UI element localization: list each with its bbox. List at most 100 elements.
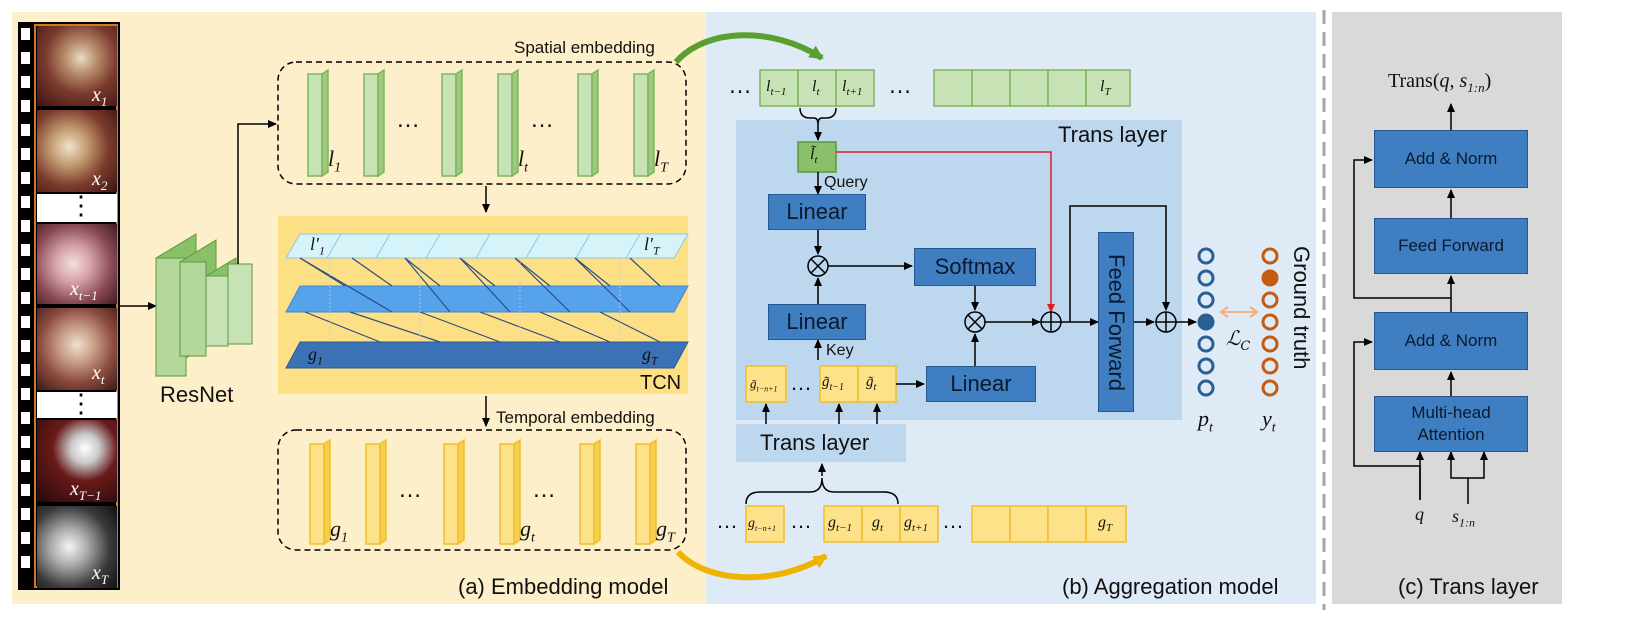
tcn-label: TCN — [640, 372, 682, 394]
trans-layer-title: Trans layer — [1058, 122, 1168, 147]
green-curved-arrow — [673, 32, 824, 65]
tcn-bottom-right-label: gT — [642, 344, 658, 368]
top-seq-lt-1: lt−1 — [766, 78, 787, 99]
video-frame-t-minus-1 — [37, 224, 117, 304]
frame-gap-2 — [37, 392, 117, 418]
tilde-g-boxes — [745, 365, 897, 403]
bottom-seq-gt: gt — [872, 514, 884, 535]
spatial-bars — [307, 68, 655, 178]
temporal-item-gt: gt — [520, 516, 535, 546]
video-frame-2 — [37, 110, 117, 192]
frame-label-xt-1: xt−1 — [70, 278, 98, 303]
feed-forward-c-label: Feed Forward — [1398, 236, 1504, 255]
pt-label: pt — [1198, 406, 1213, 436]
arrow-resnet-to-spatial — [237, 120, 277, 264]
bottom-seq-g1: gt−n+1 — [748, 516, 777, 533]
trans-formula: Trans(q, s1:n) — [1388, 70, 1492, 95]
spatial-item-lt: lt — [518, 146, 529, 176]
linear-query-box: Linear — [768, 194, 866, 230]
temporal-bars — [309, 438, 657, 546]
video-frame-T — [37, 506, 117, 588]
tilde-g-2: g̃t−1 — [822, 374, 845, 393]
bottom-seq-gt-1: gt−1 — [828, 514, 852, 535]
spatial-embedding-label: Spatial embedding — [514, 38, 655, 57]
frame-label-x2: x2 — [92, 168, 108, 193]
temporal-item-gT: gT — [656, 516, 675, 546]
trans-layer-detail-arrows — [1353, 103, 1488, 504]
yt-label: yt — [1262, 406, 1276, 436]
linear-value-label: Linear — [950, 371, 1012, 396]
video-frame-t — [37, 308, 117, 390]
temporal-embedding-label: Temporal embedding — [496, 408, 655, 427]
panel-a-caption: (a) Embedding model — [458, 574, 669, 599]
ellipsis-spatial-1: … — [396, 106, 420, 133]
feed-forward-label: Feed Forward — [1104, 253, 1129, 391]
ellipsis-spatial-2: … — [530, 106, 554, 133]
tcn-layers — [285, 233, 689, 369]
frame-label-x1: x1 — [92, 84, 108, 109]
feed-forward-box: Feed Forward — [1098, 232, 1134, 412]
frame-label-xt: xt — [92, 362, 105, 387]
query-label: Query — [824, 174, 868, 191]
mha-line1: Multi-head — [1411, 403, 1491, 422]
pt-circles — [1197, 247, 1215, 397]
yt-circles — [1261, 247, 1279, 397]
film-sprockets — [21, 28, 30, 568]
mha-line2: Attention — [1417, 425, 1485, 444]
linear-value-box: Linear — [926, 366, 1036, 402]
frame-gap-1 — [37, 194, 117, 222]
feed-forward-c-box: Feed Forward — [1374, 218, 1528, 274]
bottom-sequence — [745, 505, 1127, 543]
tilde-g-dots: … — [790, 370, 812, 395]
ellipsis-temporal-1: … — [398, 476, 422, 503]
top-seq-lt+1: lt+1 — [842, 78, 863, 99]
add-norm-bottom-box: Add & Norm — [1374, 312, 1528, 370]
tilde-g-1: g̃t−n+1 — [750, 376, 778, 394]
softmax-label: Softmax — [934, 254, 1016, 279]
multi-head-attention-box: Multi-head Attention — [1374, 396, 1528, 452]
temporal-item-g1: g1 — [330, 516, 348, 546]
top-seq-lt: lt — [812, 78, 820, 99]
panel-b-caption: (b) Aggregation model — [1062, 574, 1279, 599]
key-label: Key — [826, 342, 854, 359]
resnet-label: ResNet — [160, 382, 234, 407]
top-seq-lT: lT — [1100, 78, 1111, 99]
video-frame-T-minus-1 — [37, 420, 117, 502]
tilde-g-3: g̃t — [866, 374, 877, 393]
add-norm-bottom-label: Add & Norm — [1404, 331, 1498, 350]
linear-query-label: Linear — [786, 199, 848, 224]
tcn-top-right-label: l′T — [644, 234, 660, 258]
bottom-seq-gT: gT — [1098, 514, 1113, 535]
softmax-box: Softmax — [914, 248, 1036, 286]
add-norm-top-box: Add & Norm — [1374, 130, 1528, 188]
tcn-top-left-label: l′1 — [310, 234, 325, 258]
linear-key-box: Linear — [768, 304, 866, 340]
tcn-bottom-left-label: g1 — [308, 344, 323, 368]
temporal-embedding-box — [277, 429, 687, 551]
frame-dots-2: ⋮ — [68, 388, 94, 418]
bottom-seq-dots-left: … — [716, 508, 738, 533]
yellow-curved-arrow — [675, 549, 828, 581]
spatial-embedding-box — [277, 61, 687, 185]
trans-q-label: q — [1415, 504, 1424, 524]
bottom-seq-dots-3: … — [942, 508, 964, 533]
top-sequence — [759, 69, 1131, 107]
panel-c-caption: (c) Trans layer — [1398, 574, 1539, 599]
loss-label: ℒC — [1226, 326, 1251, 354]
ellipsis-temporal-2: … — [532, 476, 556, 503]
lower-trans-layer-label: Trans layer — [760, 430, 870, 455]
frame-dots-1: ⋮ — [68, 190, 94, 220]
query-box-label: l̃t — [810, 146, 818, 167]
bottom-seq-dots-2: … — [790, 508, 812, 533]
trans-s-label: s1:n — [1452, 506, 1476, 530]
lower-trans-layer-box — [736, 424, 906, 462]
ground-truth-label: Ground truth — [1289, 246, 1314, 370]
top-seq-dots-mid: … — [888, 72, 912, 99]
linear-key-label: Linear — [786, 309, 848, 334]
resnet-blocks — [155, 233, 253, 377]
residual-skip-line — [1069, 205, 1170, 322]
video-frame-1 — [37, 26, 117, 106]
red-residual-line — [836, 151, 1055, 313]
bottom-brace — [745, 477, 899, 505]
